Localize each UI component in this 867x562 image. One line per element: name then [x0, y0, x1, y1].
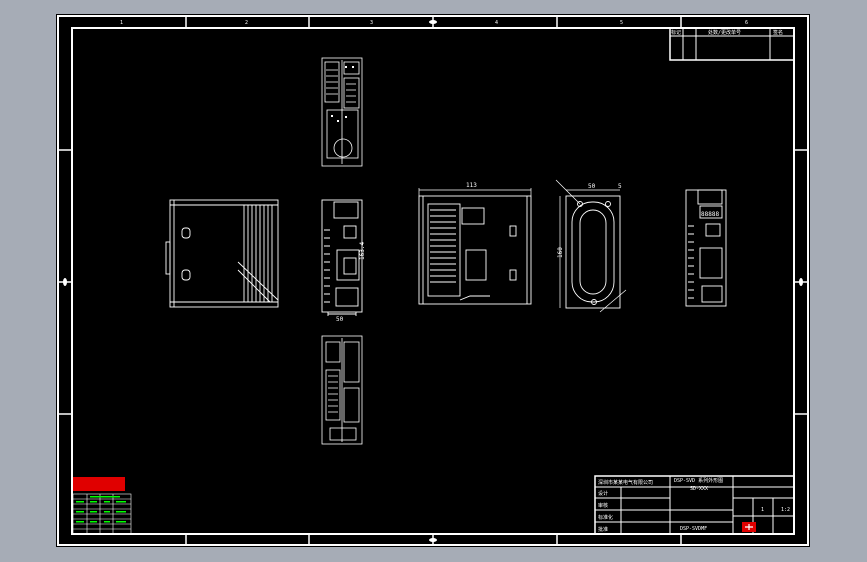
rev-header-left: 标记: [671, 29, 681, 36]
bottom-view-lower: [321, 335, 363, 445]
zone-mark: 5: [620, 20, 623, 26]
dim-mid-width: 50: [336, 316, 344, 323]
left-side-view: [165, 199, 279, 308]
scale-value: 1:2: [781, 507, 790, 513]
green-table-marks: [76, 496, 126, 523]
zone-mark: 2: [245, 20, 248, 26]
mounting-side-dims: 50 5 160: [557, 183, 622, 258]
drawing-sheet: [56, 14, 810, 547]
drawing-title: DSP-SVD 系列外形图: [674, 477, 723, 484]
rev-header-mid: 处数/更改单号: [708, 29, 741, 36]
rev-header-right: 签名: [773, 29, 783, 36]
dim-front-width: 113: [466, 182, 477, 189]
row-label-approve: 批准: [598, 526, 608, 533]
zone-mark: 4: [495, 20, 498, 26]
front-view-main: [321, 199, 363, 316]
front-panel-dims: 113: [418, 182, 532, 196]
row-label-standard: 标准化: [598, 514, 613, 521]
row-label-design: 设计: [598, 490, 608, 497]
green-parameter-table: [72, 493, 132, 535]
zone-numbers: 1 2 3 4 5 6: [120, 20, 748, 26]
dim-mid-height: 163.4: [359, 242, 366, 260]
center-marks: [63, 20, 803, 542]
revision-block: 标记 处数/更改单号 签名: [669, 27, 795, 61]
device-display: 88888: [701, 211, 719, 218]
zone-mark: 3: [370, 20, 373, 26]
legend-area: [72, 477, 132, 535]
warning-block: [73, 477, 125, 491]
dim-side-width: 50: [588, 183, 596, 190]
company-name: 深圳市某某电气有限公司: [598, 479, 653, 486]
dim-side-height: 160: [557, 247, 564, 258]
title-block: 深圳市某某电气有限公司 DSP-SVD 系列外形图 SD-XXX 设计 审核 标…: [594, 475, 795, 535]
right-front-view: [685, 189, 727, 307]
drawing-number: DSP-SVDMF: [680, 526, 707, 532]
top-view-upper-dots: [331, 66, 354, 122]
zone-mark: 6: [745, 20, 748, 26]
zone-mark: 1: [120, 20, 123, 26]
dim-side-edge: 5: [618, 183, 622, 190]
front-panel-view: [418, 195, 532, 305]
mounting-side-view: [555, 179, 627, 313]
top-view-upper: [321, 57, 363, 167]
drawing-subtitle: SD-XXX: [690, 486, 708, 492]
row-label-review: 审核: [598, 502, 608, 509]
front-view-main-dims: 50 163.4: [336, 242, 366, 323]
sheet-number: 1: [761, 507, 764, 513]
